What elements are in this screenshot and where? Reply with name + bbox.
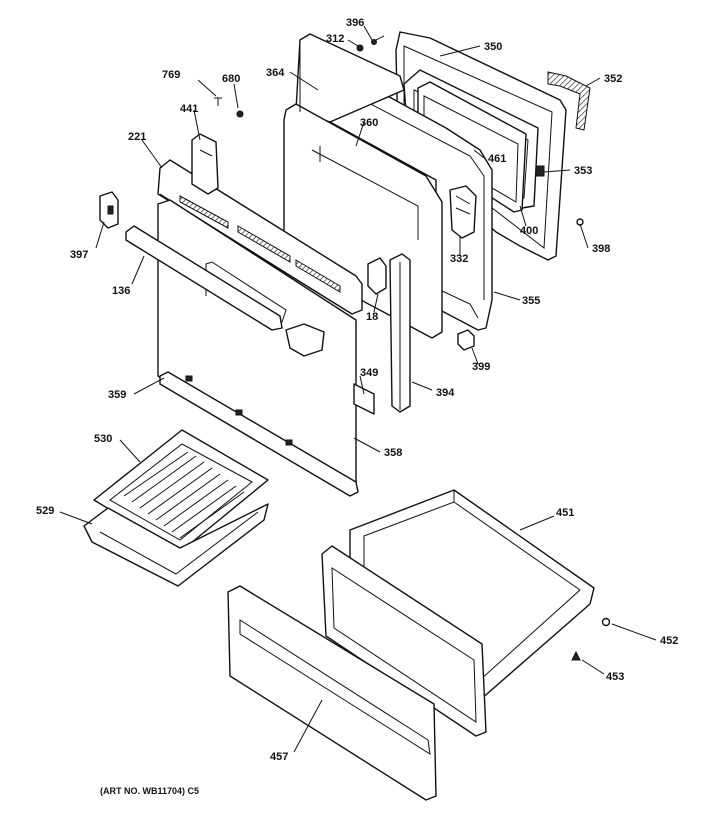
callout-399: 399 (472, 361, 490, 373)
callout-530: 530 (94, 433, 112, 445)
callout-136: 136 (112, 285, 130, 297)
screw-396 (371, 35, 385, 45)
callout-400: 400 (520, 225, 538, 237)
callout-453: 453 (606, 671, 624, 683)
callout-221: 221 (128, 131, 146, 143)
broiler-grid (93, 429, 269, 553)
callout-461: 461 (488, 153, 506, 165)
leader-lines (59, 25, 657, 753)
door-handle (125, 225, 283, 331)
callout-452: 452 (660, 635, 678, 647)
callout-457: 457 (270, 751, 288, 763)
drawer-outer-front (227, 585, 437, 801)
callout-349: 349 (360, 367, 378, 379)
callout-451: 451 (556, 507, 574, 519)
art-number-caption: (ART NO. WB11704) C5 (100, 786, 199, 796)
door-liner (329, 69, 493, 331)
callout-398: 398 (592, 243, 610, 255)
callout-364: 364 (266, 67, 285, 79)
broiler-pan (83, 503, 269, 587)
callout-358: 358 (384, 447, 402, 459)
callout-769: 769 (162, 69, 180, 81)
drawer-front-panel (321, 545, 487, 737)
callout-680: 680 (222, 73, 240, 85)
callout-353: 353 (574, 165, 592, 177)
fastener-453 (571, 650, 581, 661)
callout-350: 350 (484, 41, 502, 53)
callout-18: 18 (366, 311, 378, 323)
hinge-397 (99, 191, 119, 229)
callout-397: 397 (70, 249, 88, 261)
vent-block (449, 185, 477, 239)
broiler-grid-slots (123, 451, 245, 539)
side-channel (389, 253, 411, 413)
door-bottom-trim (159, 371, 359, 497)
callout-529: 529 (36, 505, 54, 517)
callout-441: 441 (180, 103, 198, 115)
door-bracket (191, 133, 219, 195)
callout-332: 332 (450, 253, 468, 265)
bracket-18 (367, 257, 387, 295)
callout-394: 394 (436, 387, 455, 399)
callout-352: 352 (604, 73, 622, 85)
callout-355: 355 (522, 295, 540, 307)
callout-labels: 396 312 350 352 769 680 364 441 360 461 … (36, 17, 678, 763)
screw-312 (356, 44, 364, 52)
callout-396: 396 (346, 17, 364, 29)
fastener-680 (236, 110, 244, 118)
handle-bracket (285, 323, 325, 357)
callout-359: 359 (108, 389, 126, 401)
insulation-pad (353, 383, 375, 415)
door-gasket (547, 71, 591, 131)
fastener-769 (214, 97, 222, 106)
hinge-clip (535, 165, 545, 177)
callout-312: 312 (326, 33, 344, 45)
callout-360: 360 (360, 117, 378, 129)
fastener-452 (601, 617, 611, 627)
door-stop (457, 329, 475, 351)
